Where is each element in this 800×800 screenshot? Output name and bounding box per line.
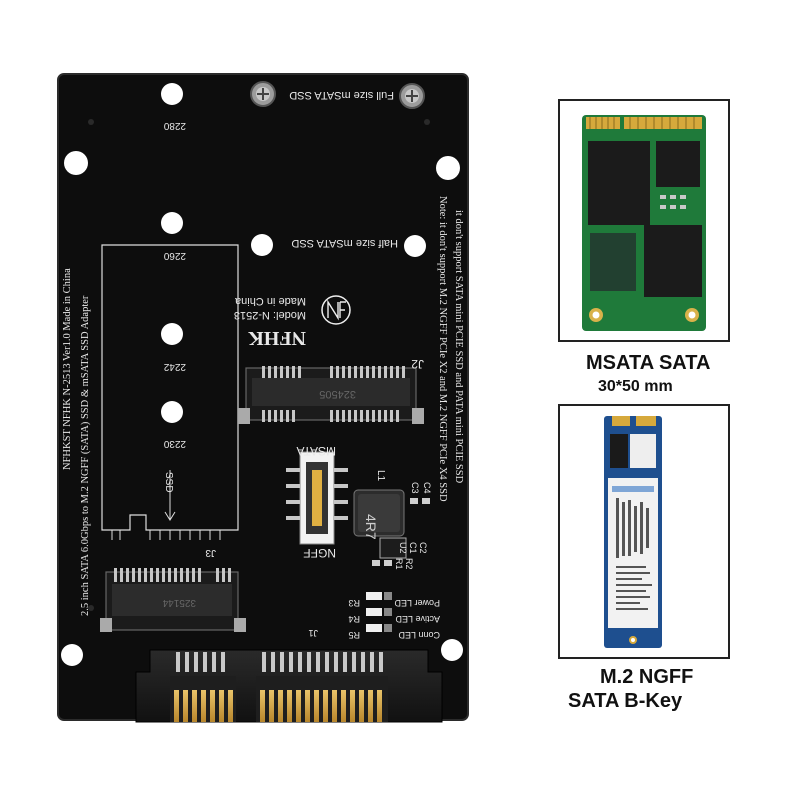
msata-label: MSATA [296, 444, 336, 458]
half-size-label: Half size mSATA SSD [291, 237, 398, 249]
msata-connector [238, 366, 424, 424]
l1-label: L1 [375, 470, 386, 482]
chip-mark-1: 324505 [319, 388, 356, 400]
m2-connector [100, 568, 246, 632]
j2-label: J2 [411, 357, 424, 371]
c3-label: C3 [410, 482, 420, 494]
screw-right [399, 83, 425, 109]
power-led-label: Power LED [394, 598, 440, 608]
u2-label: U2 [398, 542, 408, 554]
r1-label: R1 [394, 558, 404, 570]
r5-label: R5 [348, 630, 360, 640]
chip-mark-2: 325144 [162, 597, 196, 608]
msata-ssd-frame [558, 99, 730, 342]
r4-label: R4 [348, 614, 360, 624]
sata-connector [135, 649, 443, 723]
j1-label: J1 [308, 628, 318, 638]
ngff-caption-line2: SATA B-Key [568, 690, 683, 712]
r3-label: R3 [348, 598, 360, 608]
active-led-label: Active LED [395, 614, 440, 624]
size-2280-label: 2280 [163, 120, 186, 131]
j3-label: J3 [205, 547, 216, 558]
ngff-caption-line1: M.2 NGFF [600, 666, 694, 688]
status-leds [366, 592, 392, 632]
size-2260-label: 2260 [163, 250, 186, 261]
c4-label: C4 [422, 482, 432, 494]
size-2242-label: 2242 [163, 361, 186, 372]
brand-label: NFHK [248, 327, 306, 349]
c1-label: C1 [408, 542, 418, 554]
brand-logo [321, 295, 351, 325]
made-in-label: Made in China [234, 295, 306, 307]
mode-switch [286, 451, 348, 545]
model-label: Model: N-2513 [234, 309, 306, 321]
r2-label: R2 [404, 558, 414, 570]
left-spec-line2: 2.5 inch SATA 6.0Gbps to M.2 NGFF (SATA)… [80, 295, 91, 616]
inductor-label: 4R7 [363, 514, 379, 540]
conn-led-label: Conn LED [398, 630, 440, 640]
inductor-l1 [353, 489, 405, 537]
ssd-arrow-label: SSD [163, 472, 174, 493]
m2-ssd-frame [558, 404, 730, 659]
mounting-holes [61, 83, 463, 666]
full-size-label: Full size mSATA SSD [289, 89, 394, 101]
m2-outline [101, 244, 239, 531]
ngff-label: NGFF [303, 546, 336, 560]
msata-ssd-image [582, 115, 706, 331]
m2-ssd-image [604, 416, 662, 648]
right-note-line2: it don't support SATA mini PCIE SSD and … [453, 210, 464, 484]
c2-label: C2 [418, 542, 428, 554]
right-note-line1: Note: it don't support M.2 NGFF PCIe X2 … [437, 196, 448, 502]
left-spec-line1: NFHKST NFHK N-2513 Ver1.0 Made in China [62, 268, 73, 470]
msata-caption-line1: MSATA SATA [586, 352, 711, 374]
msata-caption-line2: 30*50 mm [598, 378, 673, 395]
size-2230-label: 2230 [163, 438, 186, 449]
screw-left [250, 81, 276, 107]
